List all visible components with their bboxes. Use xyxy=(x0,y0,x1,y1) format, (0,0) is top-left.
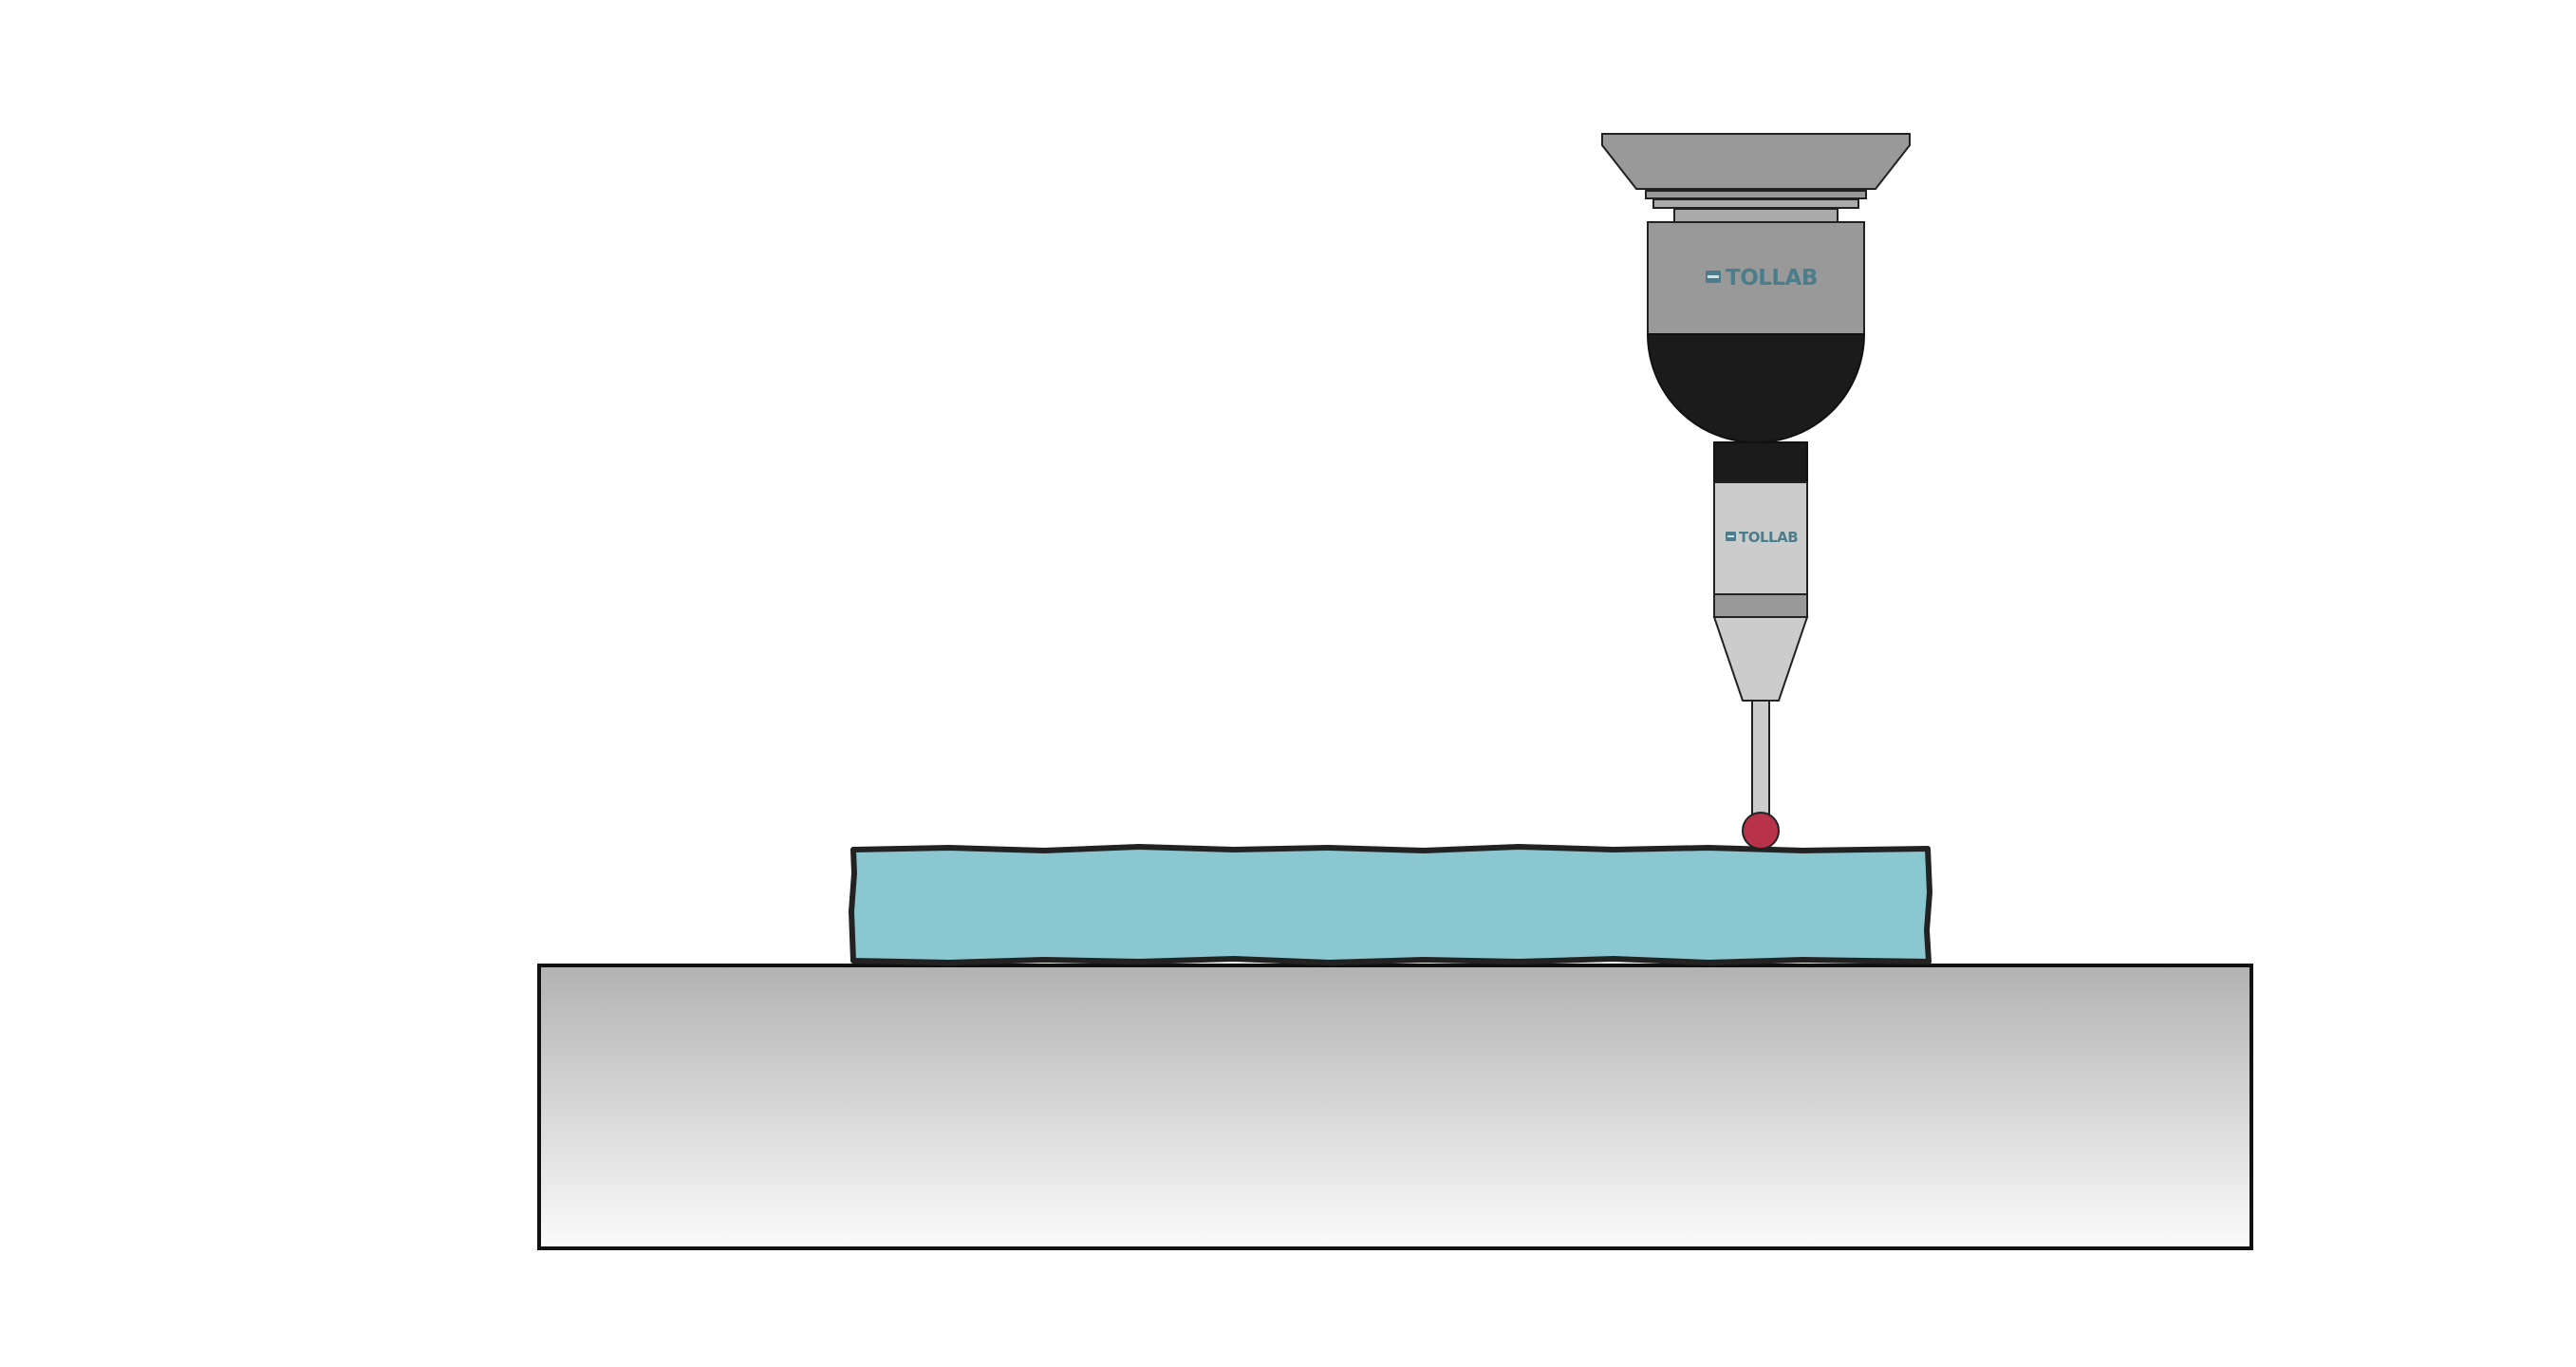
flange-plate xyxy=(1645,190,1867,199)
stylus-ball xyxy=(1742,812,1780,850)
head-hemisphere xyxy=(1646,333,1866,443)
probe-head: TOLLAB xyxy=(1601,133,1911,443)
module-brand-text: TOLLAB xyxy=(1739,529,1798,546)
module-taper xyxy=(1712,616,1809,702)
flange-neck xyxy=(1673,208,1839,223)
flange-plate-2 xyxy=(1652,198,1859,209)
workpiece xyxy=(849,844,1932,965)
module-band xyxy=(1713,593,1808,618)
module-collar xyxy=(1713,441,1808,483)
head-brand-text: TOLLAB xyxy=(1726,266,1818,290)
module-body xyxy=(1713,481,1808,595)
mounting-flange xyxy=(1601,133,1911,190)
stylus xyxy=(1742,700,1780,850)
machine-table xyxy=(537,964,2253,1250)
head-brand-logo: TOLLAB xyxy=(1706,266,1818,290)
stylus-shaft xyxy=(1751,700,1770,817)
probe-module: TOLLAB xyxy=(1712,441,1809,702)
module-brand-logo: TOLLAB xyxy=(1726,529,1799,546)
workpiece-outline xyxy=(849,844,1932,965)
